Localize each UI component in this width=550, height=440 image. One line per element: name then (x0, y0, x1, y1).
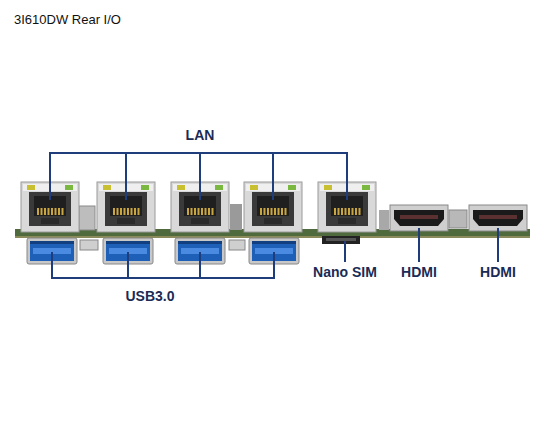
bracket-line (52, 252, 274, 278)
leader-line (344, 241, 346, 262)
leader-lines (345, 228, 498, 262)
small-component (80, 240, 98, 250)
usb-bracket (52, 252, 274, 278)
nano-sim-slot (322, 236, 360, 244)
spacer-block (449, 210, 467, 228)
lan-bracket (50, 153, 347, 200)
spacer-block (79, 206, 95, 230)
port-label: Nano SIM (313, 264, 377, 280)
leader-line (497, 228, 499, 262)
leader-line (418, 228, 420, 262)
diagram-title: 3I610DW Rear I/O (14, 12, 121, 27)
nano-sim-opening (326, 238, 356, 241)
small-component (229, 240, 245, 250)
bracket-line (272, 153, 274, 200)
hdmi-port (469, 205, 527, 231)
bracket-line (199, 153, 201, 200)
bracket-line (199, 252, 201, 278)
hdmi-port (390, 205, 448, 231)
bracket-line (125, 153, 127, 200)
group-label: USB3.0 (125, 288, 174, 304)
port-label: HDMI (480, 264, 516, 280)
bracket-line (50, 153, 347, 200)
group-label: LAN (186, 127, 215, 143)
spacer-block (379, 210, 389, 230)
port-label: HDMI (401, 264, 437, 280)
bracket-line (127, 252, 129, 278)
spacer-block (230, 204, 242, 230)
